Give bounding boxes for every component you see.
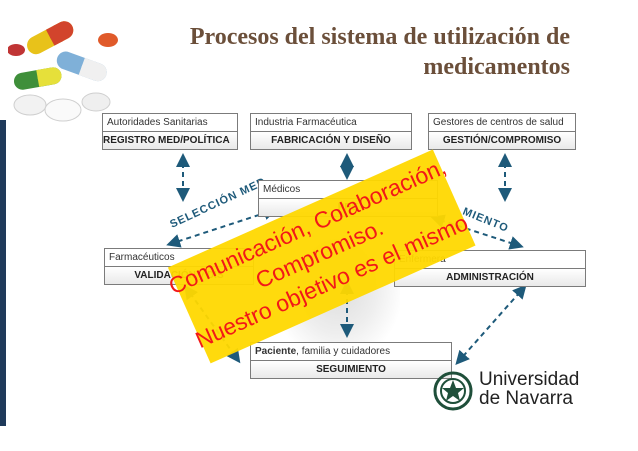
slide-title: Procesos del sistema de utilización de m…: [130, 22, 570, 82]
box-paciente-label: Paciente, familia y cuidadores: [250, 342, 452, 361]
paciente-rest: , familia y cuidadores: [296, 346, 391, 357]
paciente-bold: Paciente: [255, 346, 297, 357]
logo-text: Universidad de Navarra: [479, 370, 579, 408]
box-paciente-action: SEGUIMIENTO: [250, 361, 452, 379]
university-seal-icon: [433, 371, 473, 411]
left-accent-bar: [0, 120, 6, 426]
overlay-highlight-box: [167, 149, 476, 364]
arrow-enfermera-paciente: [455, 284, 527, 365]
box-gestores-centros-salud: Gestores de centros de salud GESTIÓN/COM…: [428, 113, 576, 150]
box-industria-farmaceutica: Industria Farmacéutica FABRICACIÓN Y DIS…: [250, 113, 412, 150]
box-paciente: Paciente, familia y cuidadores SEGUIMIEN…: [250, 342, 452, 379]
logo-line-1: Universidad: [479, 369, 580, 390]
box-industria-action: FABRICACIÓN Y DISEÑO: [250, 132, 412, 150]
box-gestores-label: Gestores de centros de salud: [428, 113, 576, 132]
box-gestores-action: GESTIÓN/COMPROMISO: [428, 132, 576, 150]
box-autoridades-label: Autoridades Sanitarias: [102, 113, 238, 132]
title-line-1: Procesos del sistema de utilización de: [189, 24, 570, 50]
pills-illustration: [8, 21, 118, 122]
box-autoridades-sanitarias: Autoridades Sanitarias REGISTRO MED/POLÍ…: [102, 113, 238, 150]
box-industria-label: Industria Farmacéutica: [250, 113, 412, 132]
universidad-navarra-logo: Universidad de Navarra: [433, 362, 593, 422]
logo-line-2: de Navarra: [479, 388, 573, 409]
title-line-2: medicamentos: [423, 54, 570, 80]
box-autoridades-action: REGISTRO MED/POLÍTICA: [102, 132, 238, 150]
arrow-medicos-farmaceuticos: [166, 206, 278, 248]
